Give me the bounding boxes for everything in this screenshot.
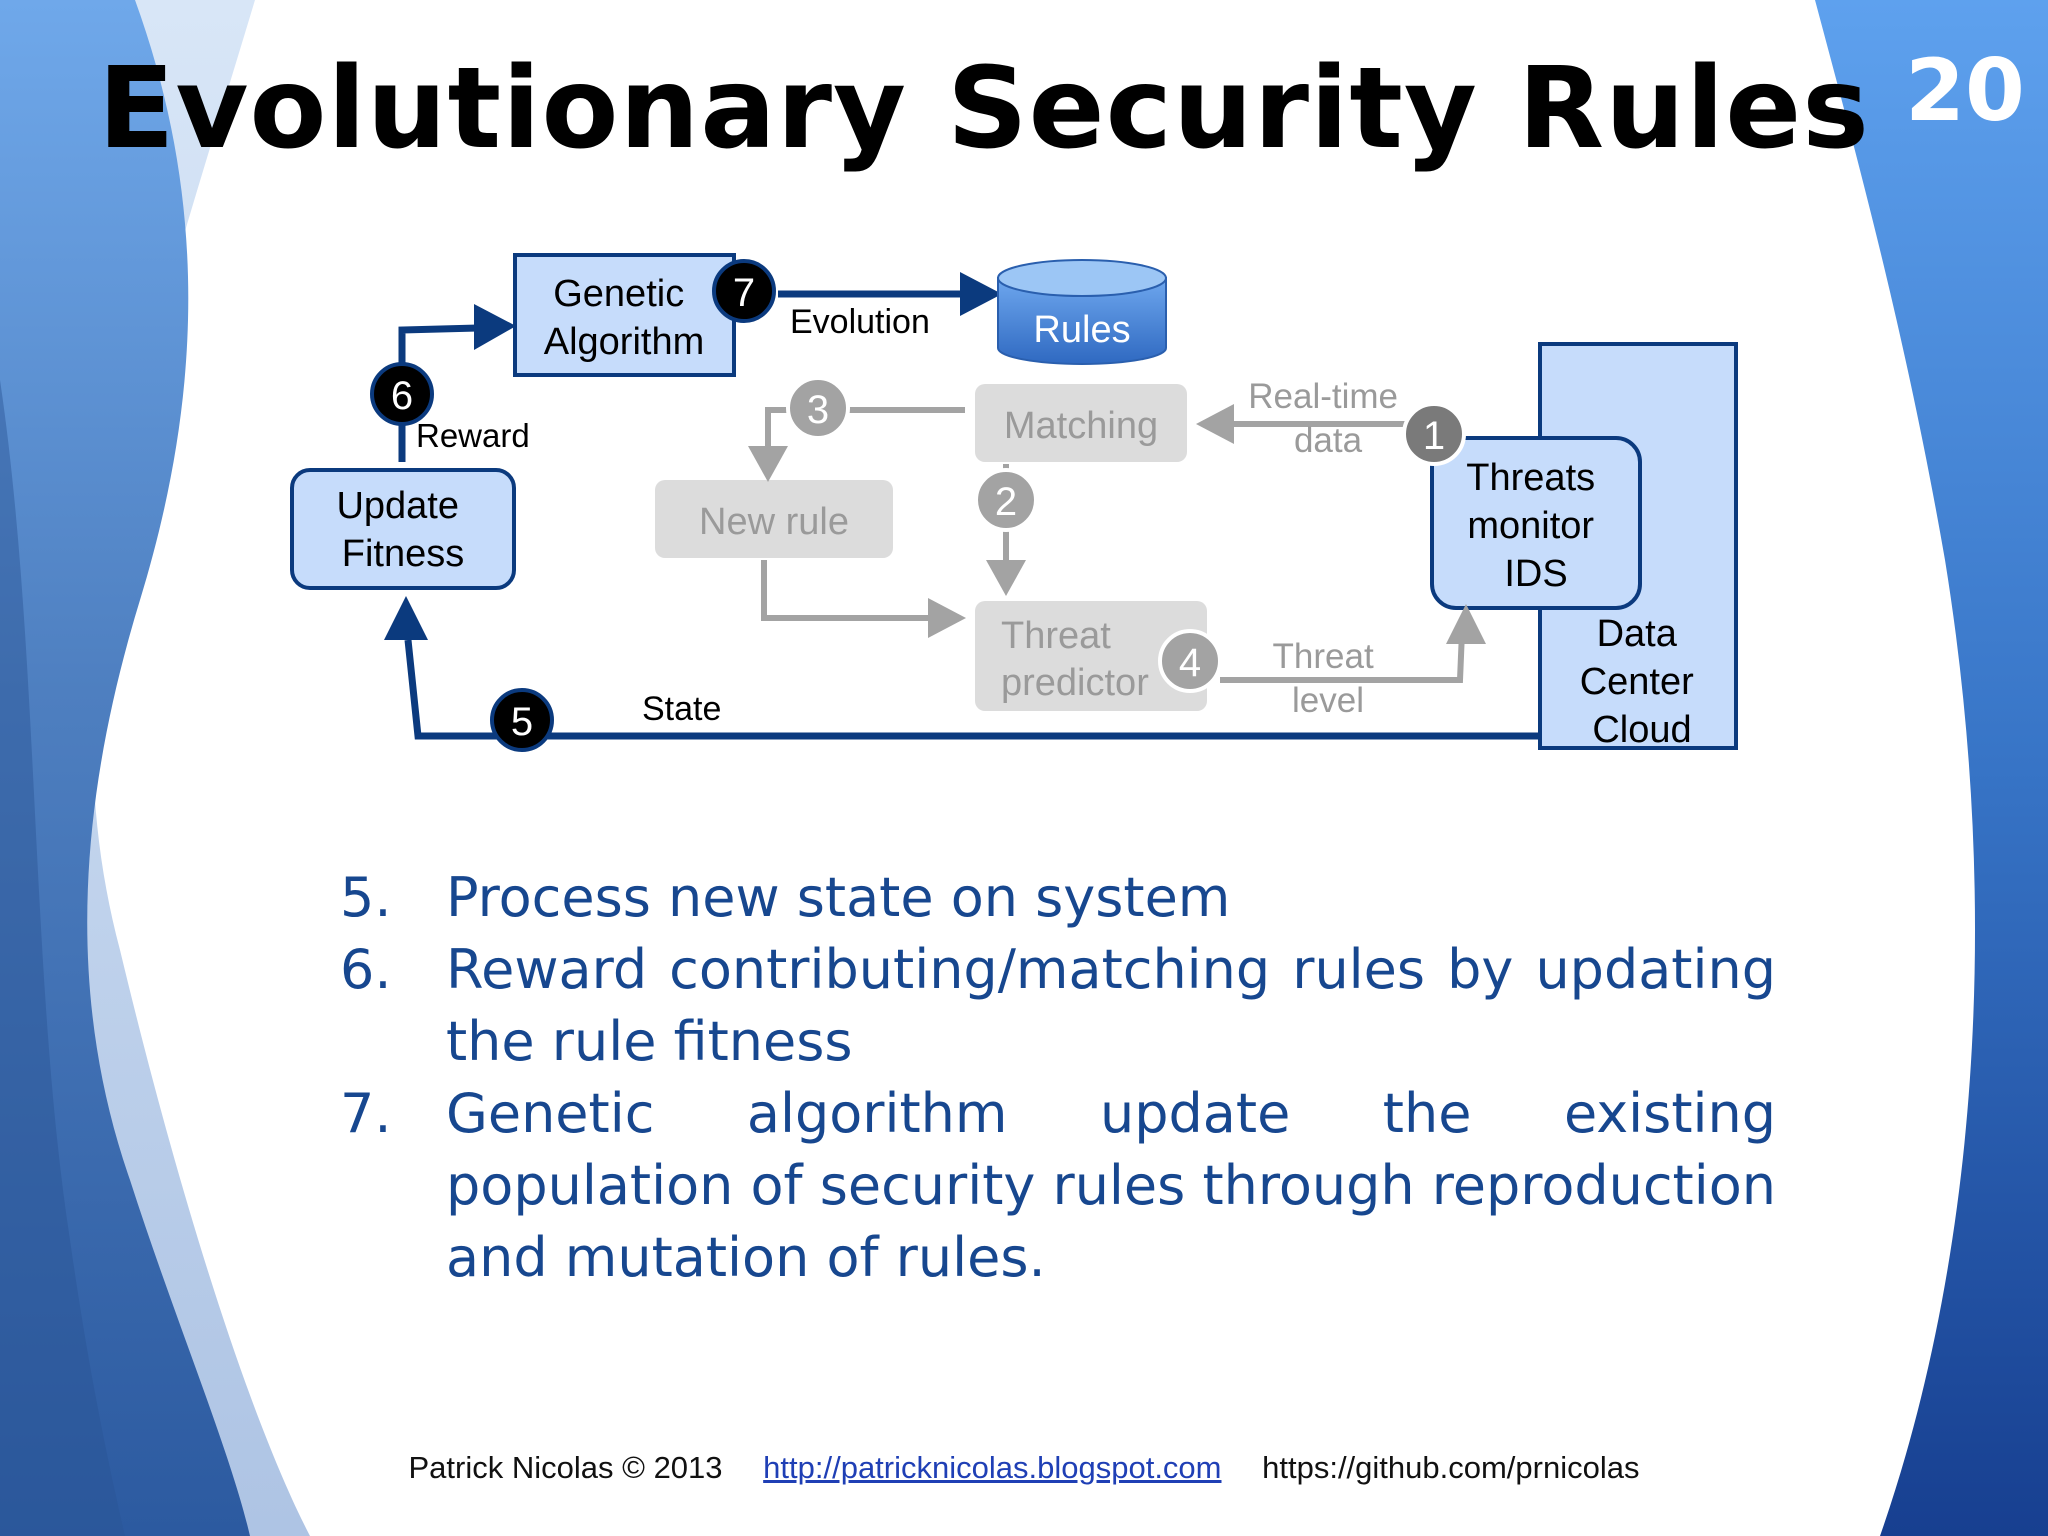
step-number: 6.: [340, 938, 392, 1001]
data-center-label: Data Center Cloud: [1580, 613, 1705, 751]
svg-text:4: 4: [1179, 641, 1201, 685]
threats-monitor-label: Threats monitor IDS: [1466, 457, 1605, 595]
matching-label: Matching: [1004, 405, 1158, 447]
new-rule-label: New rule: [699, 501, 849, 543]
blue-arrowheads: [384, 272, 1002, 640]
footer-copyright: Patrick Nicolas © 2013: [408, 1450, 723, 1485]
step-number: 7.: [340, 1082, 392, 1145]
matching-box: [975, 384, 1187, 462]
step-text: Genetic algorithm update the existing po…: [446, 1082, 1776, 1289]
realtime-data-label: Real-time data: [1248, 377, 1408, 460]
step-badge-3: 3: [786, 376, 850, 440]
rules-label: Rules: [1033, 309, 1130, 351]
svg-text:2: 2: [995, 480, 1017, 524]
slide-number: 20: [1905, 41, 2025, 141]
new-rule-to-predictor-arrow: [761, 560, 930, 621]
svg-text:7: 7: [733, 271, 755, 315]
step-badge-1: 1: [1402, 402, 1466, 466]
threats-monitor-box: [1430, 436, 1642, 610]
step-badge-6: 6: [370, 362, 434, 426]
reward-label: Reward: [416, 417, 530, 454]
step-text: Process new state on system: [446, 866, 1231, 929]
svg-text:1: 1: [1423, 414, 1445, 458]
footer: Patrick Nicolas © 2013 http://patricknic…: [0, 1450, 2048, 1486]
gray-arrowheads: [748, 404, 1486, 644]
step-item: 7. Genetic algorithm update the existing…: [340, 1078, 1776, 1294]
footer-github: https://github.com/prnicolas: [1262, 1450, 1640, 1485]
slide-title: Evolutionary Security Rules: [98, 44, 1870, 174]
footer-blog-link[interactable]: http://patricknicolas.blogspot.com: [763, 1450, 1222, 1485]
step-badge-2: 2: [974, 468, 1038, 532]
step-item: 5. Process new state on system: [340, 862, 1776, 934]
threat-predictor-box: [975, 601, 1207, 711]
svg-text:6: 6: [391, 374, 413, 418]
threat-level-label: Threat level: [1273, 637, 1384, 720]
step-badge-4: 4: [1158, 629, 1222, 693]
update-fitness-box: [290, 468, 516, 590]
right-blue-wave: [1815, 0, 2048, 1536]
genetic-algorithm-label: Genetic Algorithm: [544, 273, 705, 363]
rules-database-icon: [997, 259, 1167, 365]
left-blue-wave: [0, 0, 250, 1536]
new-rule-box: [655, 480, 893, 558]
step-number: 5.: [340, 866, 392, 929]
update-fitness-label: Update Fitness: [336, 485, 469, 575]
evolution-label: Evolution: [790, 303, 930, 341]
threat-level-arrow: [1220, 631, 1465, 683]
svg-text:5: 5: [511, 700, 533, 744]
step-text: Reward contributing/matching rules by up…: [446, 938, 1776, 1073]
state-arrow: [404, 639, 1540, 740]
steps-list: 5. Process new state on system 6. Reward…: [340, 862, 1776, 1294]
svg-text:3: 3: [807, 388, 829, 432]
matching-to-new-rule-arrow: [765, 407, 965, 450]
step-item: 6. Reward contributing/matching rules by…: [340, 934, 1776, 1078]
state-label: State: [642, 690, 721, 728]
step-badge-5: 5: [490, 688, 554, 752]
threat-predictor-label: Threat predictor: [1001, 615, 1149, 704]
left-dark-strip: [0, 380, 125, 1536]
step-badge-7: 7: [712, 259, 776, 323]
